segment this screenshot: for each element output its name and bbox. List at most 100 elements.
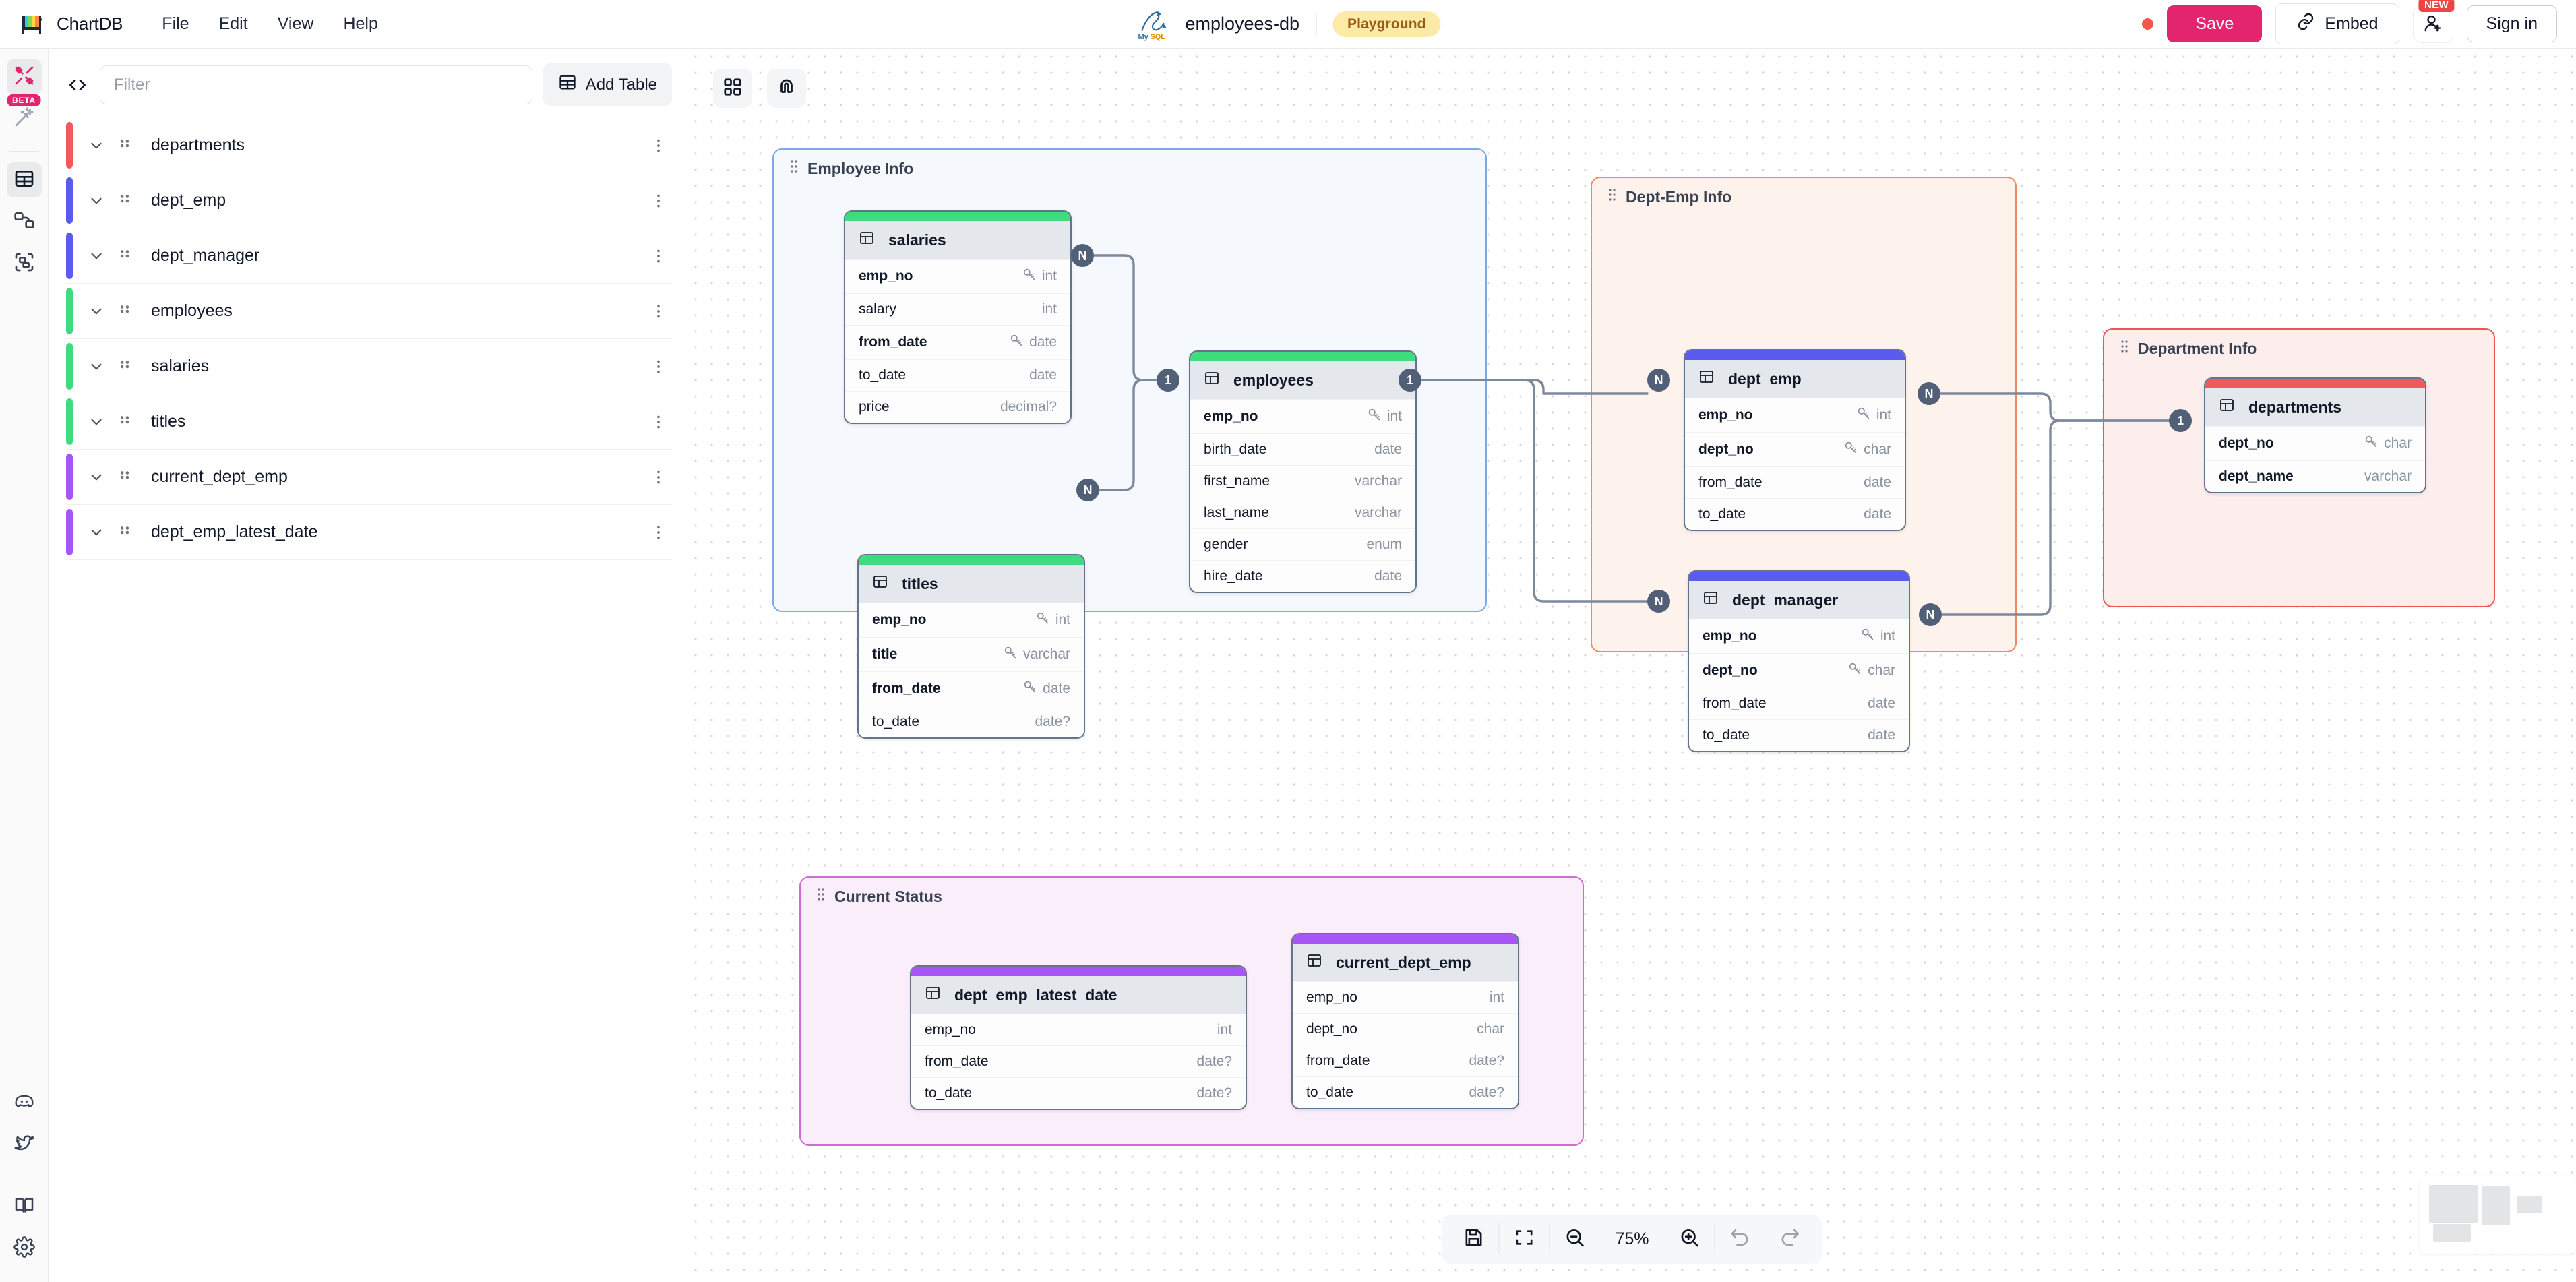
twitter-link-button[interactable] xyxy=(7,1128,42,1163)
menu-item-file[interactable]: File xyxy=(162,14,189,33)
list-item[interactable]: departments xyxy=(66,118,672,173)
more-options-icon[interactable] xyxy=(645,303,672,320)
brand[interactable]: ChartDB xyxy=(0,13,123,35)
list-item[interactable]: titles xyxy=(66,394,672,450)
collapse-sidebar-icon[interactable] xyxy=(66,74,89,96)
drag-handle-icon[interactable] xyxy=(116,303,133,320)
list-item[interactable]: dept_emp_latest_date xyxy=(66,505,672,560)
table-header[interactable]: titles xyxy=(859,565,1084,603)
magic-wand-icon-button[interactable]: BETA xyxy=(7,94,42,136)
chevron-down-icon[interactable] xyxy=(86,413,106,431)
save-button[interactable]: Save xyxy=(2167,5,2263,42)
more-options-icon[interactable] xyxy=(645,413,672,431)
chevron-down-icon[interactable] xyxy=(86,303,106,320)
table-header[interactable]: dept_emp_latest_date xyxy=(911,976,1246,1014)
zoom-out-button[interactable] xyxy=(1550,1215,1600,1263)
drag-handle-icon[interactable] xyxy=(116,358,133,375)
table-header[interactable]: dept_manager xyxy=(1689,581,1909,619)
drag-handle-icon[interactable] xyxy=(116,468,133,486)
sidebar-item-relationships[interactable] xyxy=(7,204,42,239)
table-header[interactable]: current_dept_emp xyxy=(1293,944,1518,981)
drag-handle-icon[interactable] xyxy=(789,159,799,178)
diagrams-icon-button[interactable] xyxy=(6,59,42,94)
chevron-down-icon[interactable] xyxy=(86,247,106,265)
sidebar-item-dependencies[interactable] xyxy=(7,246,42,281)
embed-button[interactable]: Embed xyxy=(2275,3,2399,44)
more-options-icon[interactable] xyxy=(645,468,672,486)
minimap[interactable] xyxy=(2420,1176,2576,1254)
more-options-icon[interactable] xyxy=(645,358,672,375)
layout-grid-button[interactable] xyxy=(713,69,752,108)
drag-handle-icon[interactable] xyxy=(2119,339,2130,358)
zoom-level-value[interactable]: 75% xyxy=(1615,1229,1649,1248)
more-options-icon[interactable] xyxy=(645,524,672,541)
more-options-icon[interactable] xyxy=(645,137,672,154)
chevron-down-icon[interactable] xyxy=(86,524,106,541)
table-header[interactable]: departments xyxy=(2205,388,2425,426)
more-options-icon[interactable] xyxy=(645,247,672,265)
filter-input[interactable] xyxy=(100,65,532,104)
menu-item-edit[interactable]: Edit xyxy=(218,14,248,33)
sidebar-item-tables[interactable] xyxy=(6,162,42,197)
list-item[interactable]: employees xyxy=(66,284,672,339)
fit-view-button[interactable] xyxy=(1500,1215,1550,1263)
add-user-button[interactable]: NEW xyxy=(2412,0,2455,43)
list-item[interactable]: dept_manager xyxy=(66,228,672,284)
zoom-in-button[interactable] xyxy=(1665,1215,1715,1263)
docs-link-button[interactable] xyxy=(7,1189,42,1224)
drag-handle-icon[interactable] xyxy=(116,192,133,210)
redo-button[interactable] xyxy=(1765,1215,1815,1263)
menu-item-help[interactable]: Help xyxy=(343,14,378,33)
more-options-icon[interactable] xyxy=(645,192,672,210)
chevron-down-icon[interactable] xyxy=(86,358,106,375)
chevron-down-icon[interactable] xyxy=(86,192,106,210)
chevron-down-icon[interactable] xyxy=(86,137,106,154)
list-item[interactable]: dept_emp xyxy=(66,173,672,228)
undo-button[interactable] xyxy=(1715,1215,1765,1263)
discord-link-button[interactable] xyxy=(7,1086,42,1121)
settings-button[interactable] xyxy=(7,1231,42,1266)
chevron-down-icon[interactable] xyxy=(86,468,106,486)
drag-handle-icon[interactable] xyxy=(816,887,826,906)
magnet-snap-button[interactable] xyxy=(767,69,806,108)
add-table-button[interactable]: Add Table xyxy=(543,63,672,106)
save-diagram-button[interactable] xyxy=(1449,1215,1499,1263)
